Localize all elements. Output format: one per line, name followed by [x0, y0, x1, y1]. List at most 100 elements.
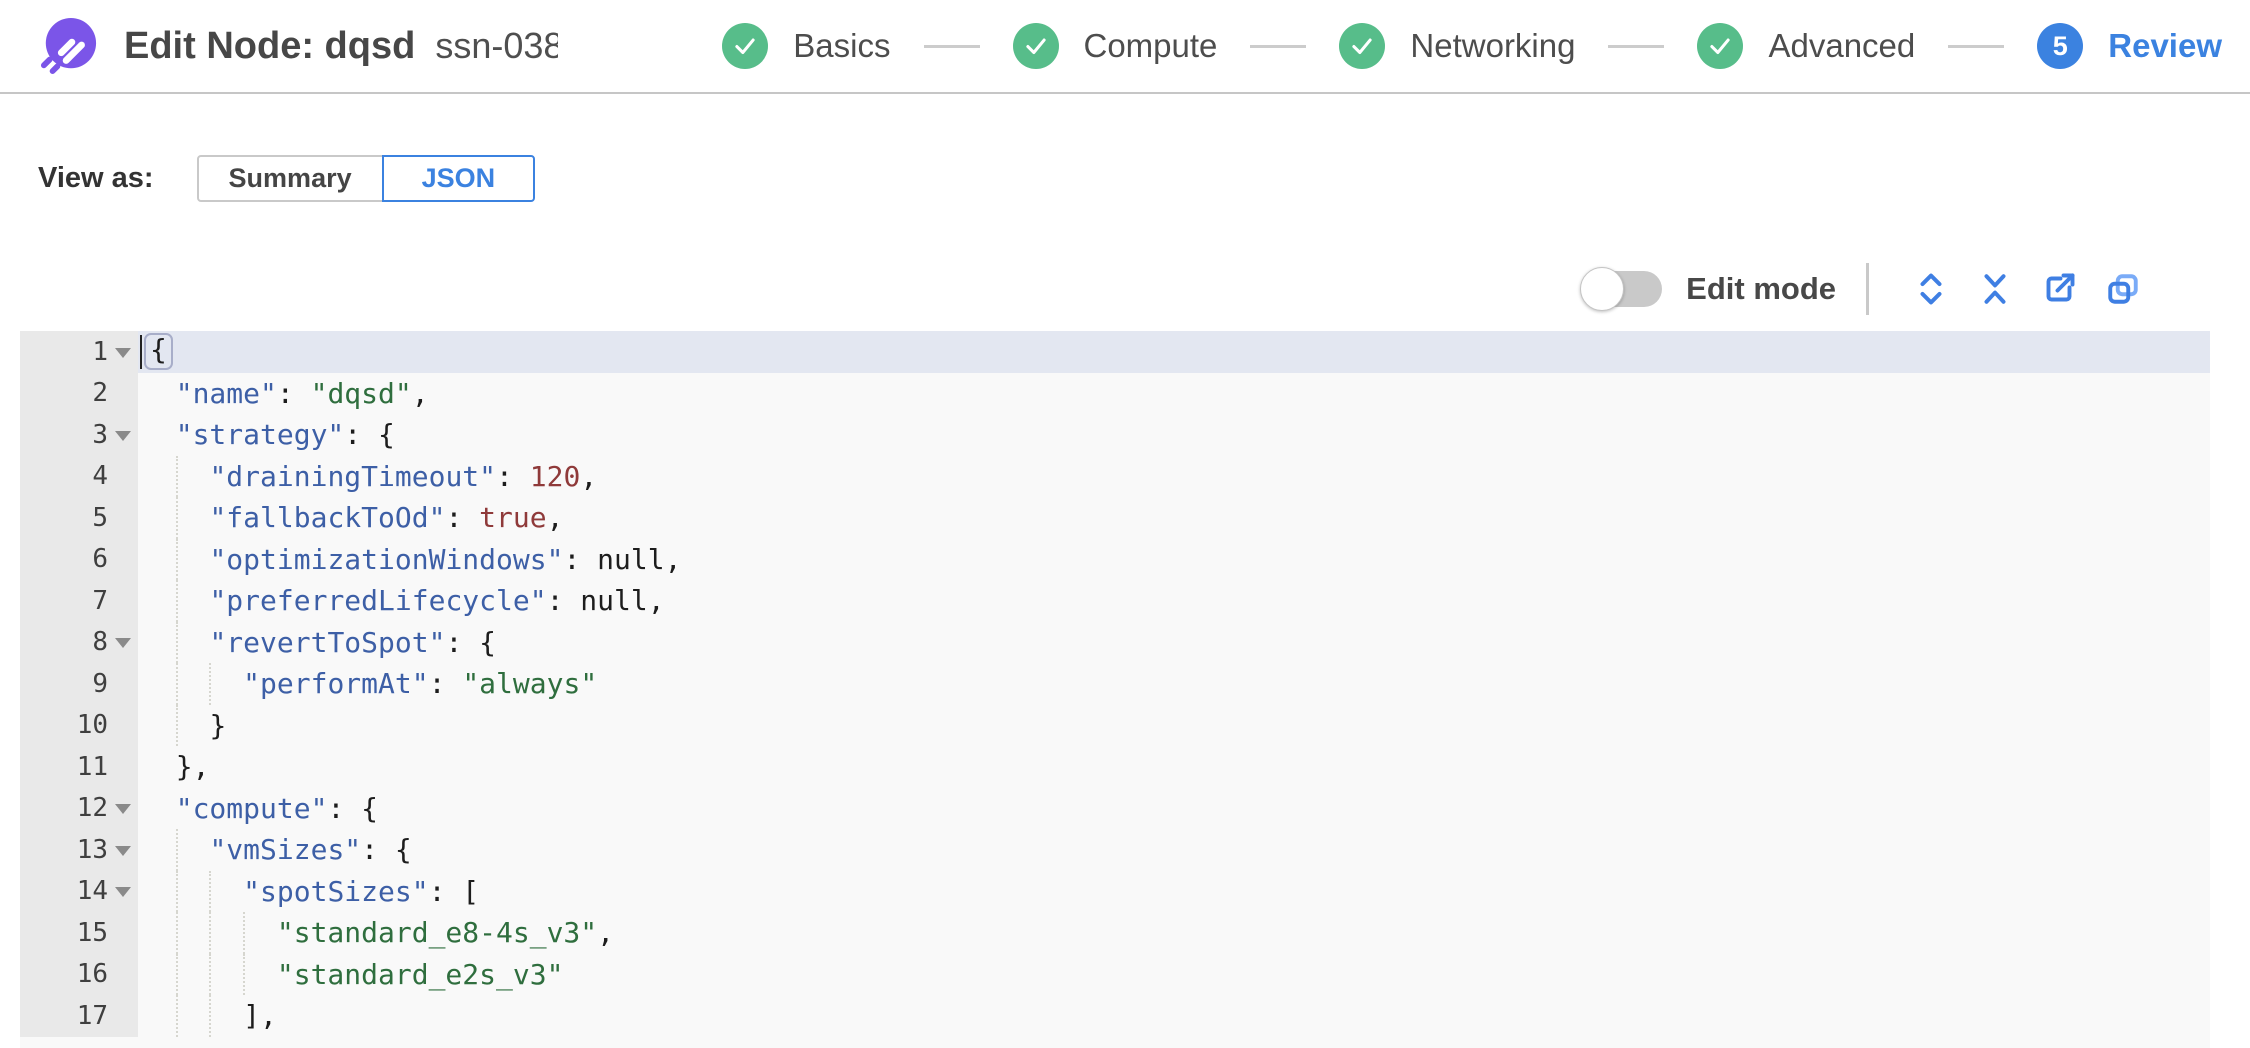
editor-toolbar: Edit mode [0, 263, 2250, 315]
code-text: "standard_e8-4s_v3", [276, 916, 615, 950]
gutter-line-number: 7 [20, 580, 138, 622]
code-line[interactable]: 11 }, [20, 746, 2210, 788]
fold-toggle-icon[interactable] [115, 887, 131, 898]
code-line-content[interactable]: "optimizationWindows": null, [138, 538, 2210, 580]
code-line[interactable]: 14 "spotSizes": [ [20, 870, 2210, 912]
code-line-content[interactable]: "strategy": { [138, 414, 2210, 456]
code-text: "vmSizes": { [209, 833, 412, 867]
code-line-content[interactable]: "name": "dqsd", [138, 373, 2210, 415]
code-text: "strategy": { [175, 418, 395, 452]
json-editor[interactable]: 1{2 "name": "dqsd",3 "strategy": {4 "dra… [20, 331, 2210, 1048]
step-networking[interactable]: Networking [1339, 23, 1575, 69]
spot-logo-icon [40, 17, 98, 75]
code-line-content[interactable]: "spotSizes": [ [138, 870, 2210, 912]
page-title: Edit Node: dqsd [124, 24, 416, 67]
gutter-line-number: 9 [20, 663, 138, 705]
code-line[interactable]: 10 } [20, 704, 2210, 746]
gutter-line-number: 14 [20, 870, 138, 912]
code-line-content[interactable]: "revertToSpot": { [138, 621, 2210, 663]
matched-bracket: { [144, 333, 173, 371]
code-line-content[interactable]: "performAt": "always" [138, 663, 2210, 705]
code-line[interactable]: 15 "standard_e8-4s_v3", [20, 912, 2210, 954]
step-label: Networking [1410, 27, 1576, 64]
indent-guide [175, 953, 178, 995]
code-line[interactable]: 17 ], [20, 995, 2210, 1037]
code-line-content[interactable]: "preferredLifecycle": null, [138, 580, 2210, 622]
gutter-line-number: 13 [20, 829, 138, 871]
code-line-content[interactable]: "compute": { [138, 788, 2210, 830]
code-line-content[interactable]: "fallbackToOd": true, [138, 497, 2210, 539]
step-check-icon [1012, 23, 1059, 69]
toolbar-divider [1866, 263, 1869, 315]
gutter-line-number: 3 [20, 414, 138, 456]
code-line-content[interactable]: { [138, 331, 2210, 373]
export-button[interactable] [2037, 267, 2081, 311]
edit-mode-toggle[interactable] [1580, 267, 1663, 311]
view-as-row: View as: Summary JSON [0, 155, 2250, 202]
expand-all-button[interactable] [1909, 267, 1953, 311]
text-cursor [140, 335, 142, 369]
fold-toggle-icon[interactable] [115, 638, 131, 649]
code-text: "optimizationWindows": null, [209, 542, 682, 576]
code-line[interactable]: 4 "drainingTimeout": 120, [20, 455, 2210, 497]
indent-guide [175, 829, 178, 871]
code-line-content[interactable]: "standard_e2s_v3" [138, 953, 2210, 995]
code-line-content[interactable]: }, [138, 746, 2210, 788]
code-line[interactable]: 5 "fallbackToOd": true, [20, 497, 2210, 539]
fold-toggle-icon[interactable] [115, 804, 131, 815]
indent-guide [175, 663, 178, 705]
step-basics[interactable]: Basics [722, 23, 891, 69]
collapse-all-button[interactable] [1973, 267, 2017, 311]
code-line-content[interactable]: ], [138, 995, 2210, 1037]
collapse-all-icon [1978, 272, 2012, 306]
gutter-line-number: 1 [20, 331, 138, 373]
indent-guide [175, 621, 178, 663]
copy-button[interactable] [2101, 267, 2145, 311]
code-line-content[interactable]: "drainingTimeout": 120, [138, 455, 2210, 497]
fold-toggle-icon[interactable] [115, 347, 131, 358]
code-line[interactable]: 9 "performAt": "always" [20, 663, 2210, 705]
export-icon [2041, 271, 2077, 307]
view-as-json-button[interactable]: JSON [381, 155, 536, 202]
step-connector [1948, 44, 2005, 48]
code-line[interactable]: 8 "revertToSpot": { [20, 621, 2210, 663]
code-line[interactable]: 1{ [20, 331, 2210, 373]
code-line[interactable]: 6 "optimizationWindows": null, [20, 538, 2210, 580]
step-advanced[interactable]: Advanced [1697, 23, 1915, 69]
code-text: { [142, 333, 173, 371]
indent-guide [209, 995, 212, 1037]
gutter-line-number: 15 [20, 912, 138, 954]
code-line[interactable]: 3 "strategy": { [20, 414, 2210, 456]
step-compute[interactable]: Compute [1012, 23, 1218, 69]
gutter-line-number: 8 [20, 621, 138, 663]
fold-toggle-icon[interactable] [115, 430, 131, 441]
code-text: "name": "dqsd", [175, 376, 429, 410]
indent-guide [209, 912, 212, 954]
code-line[interactable]: 12 "compute": { [20, 787, 2210, 830]
code-line[interactable]: 2 "name": "dqsd", [20, 372, 2210, 415]
code-text: "preferredLifecycle": null, [209, 584, 665, 618]
code-line[interactable]: 13 "vmSizes": { [20, 829, 2210, 871]
code-line-content[interactable]: } [138, 704, 2210, 746]
code-line[interactable]: 16 "standard_e2s_v3" [20, 953, 2210, 995]
code-line-content[interactable]: "standard_e8-4s_v3", [138, 912, 2210, 954]
gutter-line-number: 5 [20, 497, 138, 539]
view-as-summary-button[interactable]: Summary [196, 155, 384, 202]
indent-guide [209, 870, 212, 912]
gutter-line-number: 4 [20, 455, 138, 497]
code-line-content[interactable]: "vmSizes": { [138, 829, 2210, 871]
indent-guide [175, 912, 178, 954]
indent-guide [175, 497, 178, 539]
code-text: "revertToSpot": { [209, 625, 497, 659]
code-text: ], [243, 999, 277, 1033]
code-line[interactable]: 7 "preferredLifecycle": null, [20, 580, 2210, 622]
indent-guide [243, 912, 246, 954]
gutter-line-number: 6 [20, 538, 138, 580]
step-label: Compute [1083, 27, 1218, 64]
indent-guide [175, 870, 178, 912]
indent-guide [175, 995, 178, 1037]
expand-all-icon [1914, 272, 1948, 306]
fold-toggle-icon[interactable] [115, 845, 131, 856]
